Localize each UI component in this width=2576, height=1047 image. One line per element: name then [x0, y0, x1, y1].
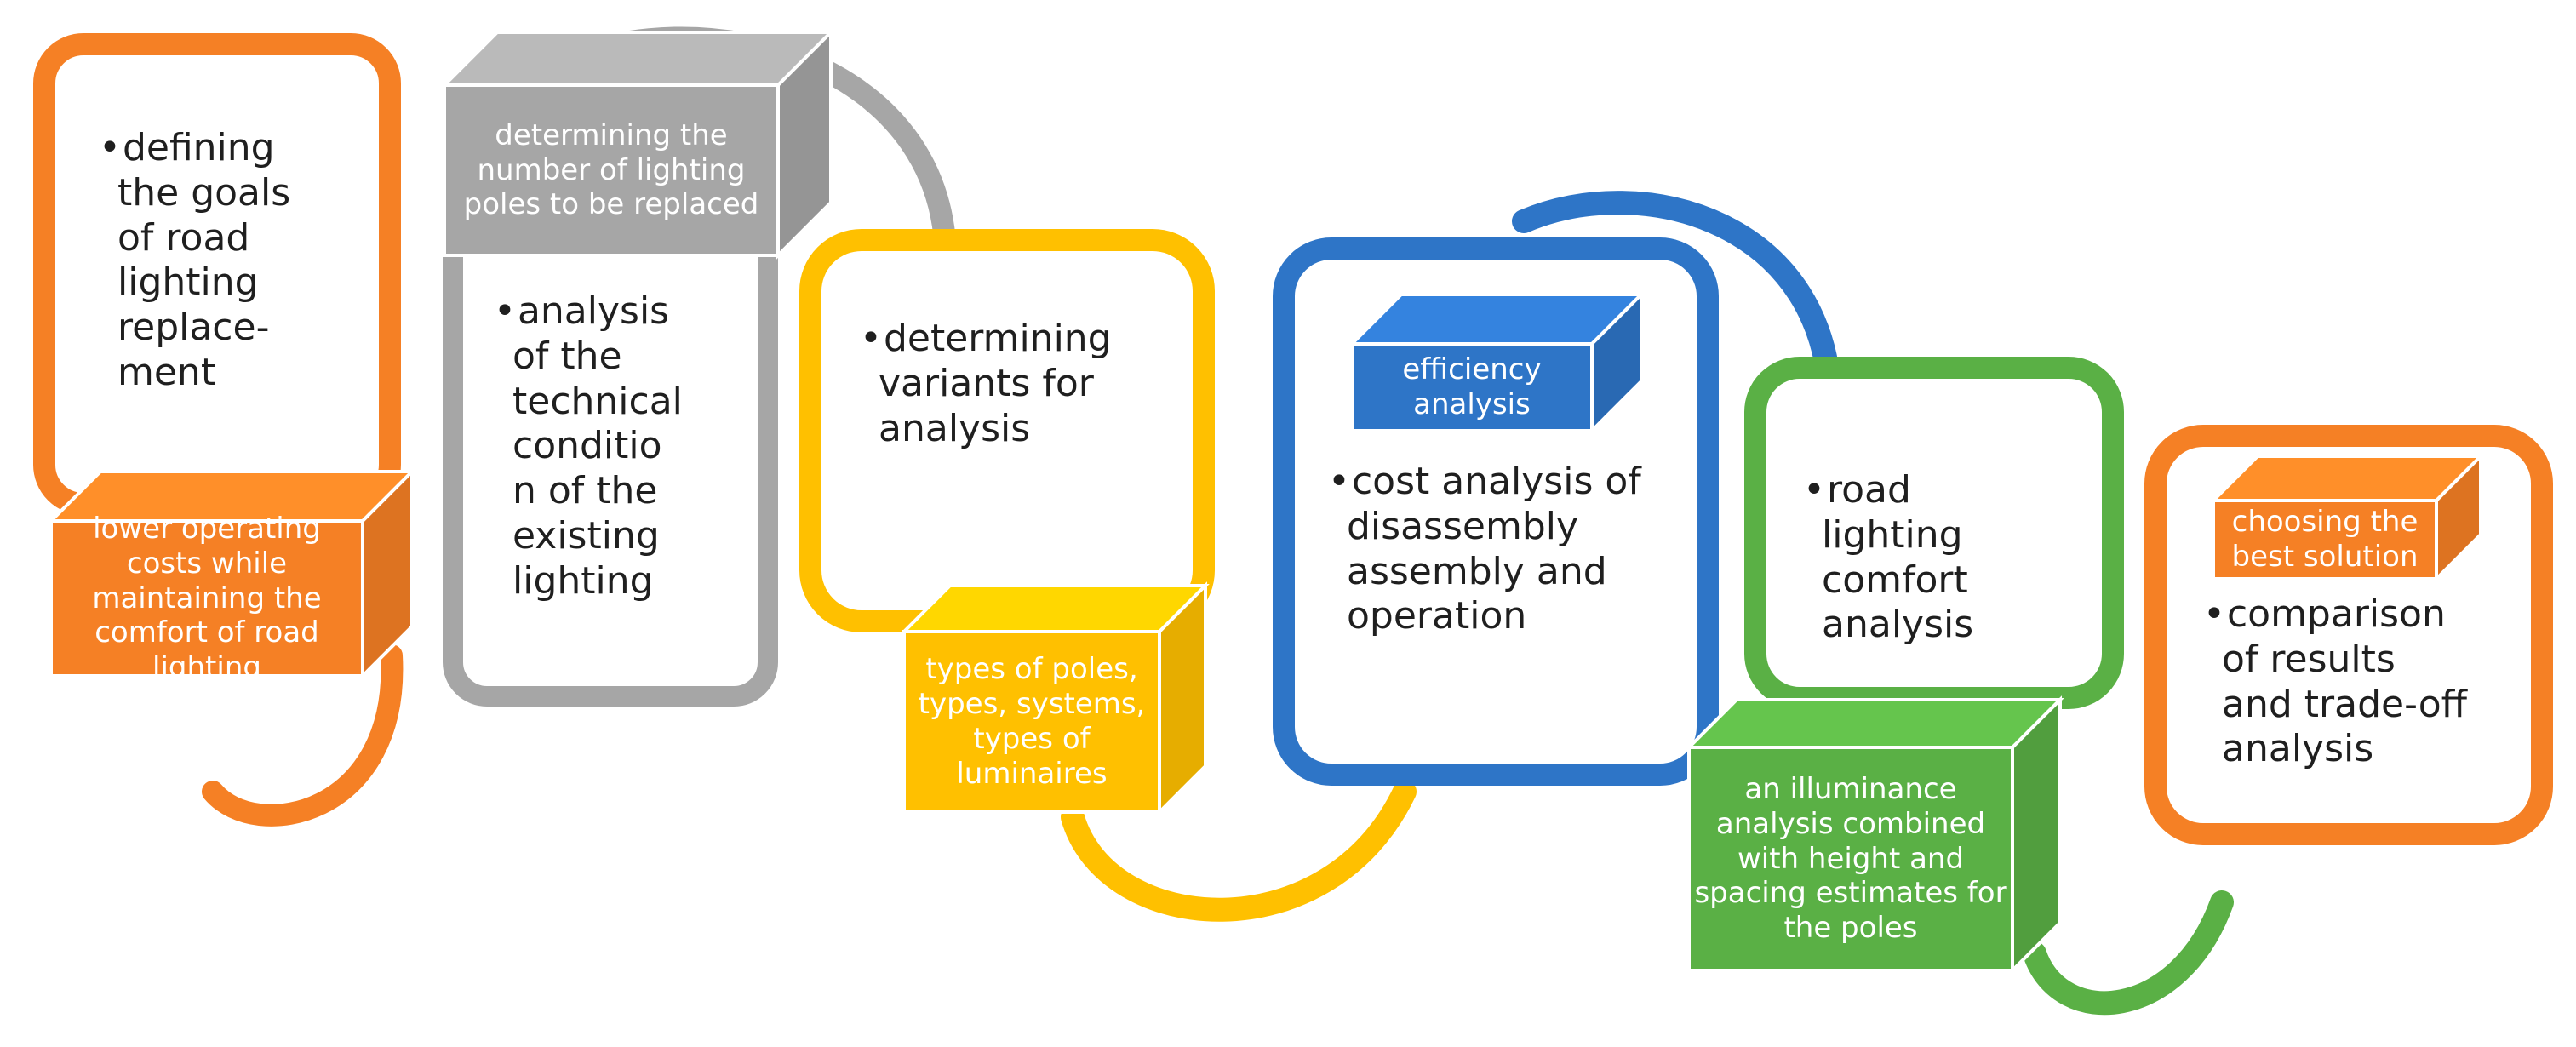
box-label-line: best solution [2231, 540, 2419, 574]
box-label-line: luminaires [956, 756, 1108, 791]
cube-5-top-face [1685, 698, 2064, 749]
cube-2-top-face [440, 31, 835, 87]
connector-arc-3 [1061, 780, 1417, 922]
step-text-line: conditio [512, 424, 662, 468]
cube-1 [47, 467, 416, 680]
box-label-line: an illuminance [1744, 772, 1957, 806]
box-label-line: analysis combined [1715, 806, 1986, 841]
step-text-line: •defining [99, 126, 275, 169]
step-text-line: •road [1803, 468, 1911, 512]
step-text-line: •cost analysis of [1328, 460, 1641, 503]
cube-3 [900, 581, 1210, 816]
step-text-line: lighting [1822, 512, 1963, 557]
bullet-icon: • [494, 289, 516, 333]
box-label-line: determining the [495, 117, 728, 152]
box-label-line: analysis [1413, 387, 1531, 421]
box-label-line: maintaining the [92, 581, 322, 615]
box-label-line: the poles [1783, 911, 1918, 946]
step-text-line: n of the [512, 469, 658, 513]
step-text-line: analysis [879, 406, 1031, 450]
cube-2-front-face [443, 83, 780, 257]
connector-arc-1 [202, 644, 404, 827]
box-label-line: poles to be replaced [463, 187, 759, 222]
step-text-line: and trade-off [2222, 682, 2467, 726]
step-text-line: lighting [512, 558, 654, 603]
step-text-line: •analysis [494, 289, 670, 333]
cube-6 [2209, 452, 2485, 583]
step-text-line: the goals [117, 170, 291, 215]
box-label-line: lighting [152, 650, 261, 685]
cube-4 [1348, 290, 1646, 435]
bullet-icon: • [860, 317, 882, 360]
cube-6-top-face [2209, 455, 2485, 502]
step-text-line: existing [512, 513, 660, 558]
step-text-line: •determining [860, 317, 1112, 360]
cube-5 [1685, 695, 2064, 975]
step-text-line: replace- [117, 306, 270, 350]
step-text-line: •comparison [2203, 592, 2446, 636]
step-text-line: technical [512, 379, 683, 423]
box-label-line: choosing the [2231, 505, 2419, 540]
step-text-line: comfort [1822, 558, 1968, 602]
bullet-icon: • [1803, 468, 1825, 512]
cube-1-front-face [49, 519, 364, 678]
box-label-line: comfort of road [94, 615, 319, 650]
connector-arc-5 [2023, 890, 2234, 1016]
step-text-line: operation [1347, 594, 1527, 638]
cube-5-front-face [1687, 746, 2014, 972]
bullet-icon: • [2203, 592, 2225, 636]
box-label-line: with height and [1737, 841, 1965, 876]
step-text-line: analysis [1822, 603, 1974, 647]
step-text-line: ment [117, 350, 216, 394]
box-label-line: types of [973, 722, 1091, 756]
step-text-line: analysis [2222, 727, 2374, 771]
box-label-line: types of poles, [925, 652, 1138, 687]
bullet-icon: • [99, 126, 121, 169]
cube-5-side-face [2011, 695, 2062, 975]
step-text-line: of the [512, 334, 622, 378]
step-text-line: lighting [117, 260, 259, 305]
bullet-icon: • [1328, 460, 1350, 503]
step-text-line: assembly and [1347, 549, 1607, 593]
cube-6-front-face [2212, 499, 2438, 581]
box-label-line: lower operating [93, 512, 321, 546]
box-label-line: types, systems, [918, 687, 1146, 722]
cube-3-front-face [902, 630, 1161, 814]
step-text-line: disassembly [1347, 504, 1579, 548]
step-text-line: variants for [879, 361, 1094, 405]
connector-arc-4 [1512, 191, 1842, 421]
box-label-line: efficiency [1402, 352, 1542, 387]
cube-2 [440, 28, 835, 260]
box-label-line: spacing estimates for [1694, 876, 2007, 911]
box-label-line: number of lighting [477, 152, 746, 187]
cube-4-front-face [1350, 342, 1594, 432]
step-text-line: of results [2222, 637, 2396, 681]
box-label-line: costs while [126, 546, 288, 581]
cube-3-top-face [900, 584, 1210, 633]
step-text-line: of road [117, 215, 250, 260]
